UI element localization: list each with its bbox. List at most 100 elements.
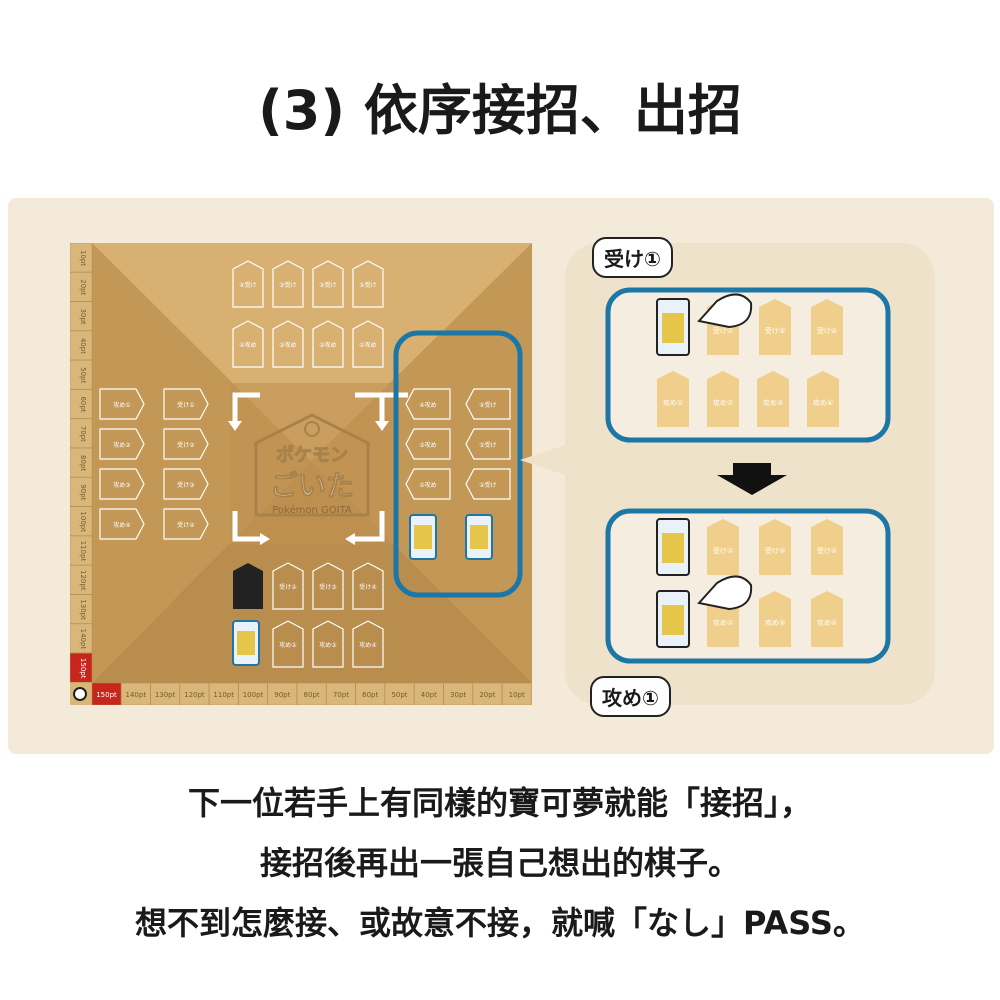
slot-label: ④受け bbox=[479, 401, 496, 409]
highlight-frame bbox=[393, 330, 523, 598]
slot-label: 攻め③ bbox=[319, 641, 336, 649]
scale-cell bbox=[70, 506, 93, 536]
slot-label: ②受け bbox=[319, 281, 336, 289]
logo-text-1: ポケモン bbox=[276, 444, 348, 466]
scale-label: 90pt bbox=[274, 691, 290, 699]
slot-label: ①受け bbox=[359, 281, 376, 289]
logo: ポケモン ごいた Pokémon GOITA bbox=[254, 413, 370, 517]
slot-label: 受け② bbox=[713, 546, 733, 555]
facedown-piece bbox=[233, 563, 263, 609]
slot-label: 攻め④ bbox=[813, 398, 833, 407]
board-slot: ④受け bbox=[232, 260, 264, 308]
slot-label: 攻め③ bbox=[763, 398, 783, 407]
scale-cell bbox=[70, 447, 93, 478]
scale-cell bbox=[70, 477, 93, 507]
bubble-attack: 攻め① bbox=[590, 676, 671, 717]
down-arrow-icon bbox=[717, 463, 787, 495]
zoom-slot: 攻め④ bbox=[811, 591, 843, 647]
scale-label: 100pt bbox=[243, 691, 264, 699]
scale-label: 60pt bbox=[79, 396, 87, 412]
board-slot: 攻め④ bbox=[99, 508, 145, 540]
caption-line-1: 下一位若手上有同樣的寶可夢就能「接招」， bbox=[187, 784, 812, 822]
board-slot: 受け② bbox=[163, 428, 209, 460]
slot-label: 受け④ bbox=[177, 521, 194, 529]
slot-label: 攻め② bbox=[713, 398, 733, 407]
slot-label: 攻め① bbox=[663, 398, 683, 407]
board-slot: ③攻め bbox=[272, 320, 304, 368]
logo-text-2: ごいた bbox=[270, 469, 354, 502]
slot-label: 攻め③ bbox=[113, 481, 130, 489]
scale-cell bbox=[326, 682, 356, 705]
board-slot: 攻め③ bbox=[99, 468, 145, 500]
scale-label: 120pt bbox=[184, 691, 205, 699]
board-slot: ①攻め bbox=[352, 320, 384, 368]
board-slot: ④受け bbox=[465, 388, 511, 420]
scale-label: 30pt bbox=[450, 691, 466, 699]
scale-cell bbox=[501, 682, 532, 705]
slot-label: 受け② bbox=[713, 326, 733, 335]
board-slot: 攻め② bbox=[99, 428, 145, 460]
board-slot: 攻め② bbox=[272, 620, 304, 668]
scale-label: 40pt bbox=[421, 691, 437, 699]
slot-label: ④受け bbox=[239, 281, 256, 289]
zoom-slot: 受け③ bbox=[759, 299, 791, 355]
scale-cell bbox=[179, 682, 210, 705]
board-slot: 攻め③ bbox=[312, 620, 344, 668]
scale-cell bbox=[70, 272, 93, 302]
board-slot: ②受け bbox=[465, 468, 511, 500]
scale-cell bbox=[355, 682, 385, 705]
slot-label: 攻め④ bbox=[817, 618, 837, 627]
slot-label: 攻め③ bbox=[765, 618, 785, 627]
scale-cell bbox=[91, 682, 122, 705]
scale-label: 30pt bbox=[79, 309, 87, 325]
scale-label: 10pt bbox=[79, 250, 87, 266]
scale-cell bbox=[70, 330, 93, 361]
scale-label: 90pt bbox=[79, 484, 87, 500]
board-slot: ③攻め bbox=[405, 428, 451, 460]
scale-cell bbox=[267, 682, 298, 705]
board-slot: 受け③ bbox=[312, 562, 344, 610]
scale-cell bbox=[70, 418, 93, 449]
bubble-receive: 受け① bbox=[592, 237, 673, 278]
scale-cell bbox=[70, 243, 93, 273]
slot-label: ②受け bbox=[479, 481, 496, 489]
scale-cell bbox=[70, 623, 93, 654]
scale-label: 120pt bbox=[79, 570, 87, 591]
slot-label: 受け② bbox=[279, 583, 297, 591]
scale-cell bbox=[70, 389, 93, 419]
scale-label: 50pt bbox=[391, 691, 407, 699]
slot-label: ④攻め bbox=[419, 401, 436, 409]
board-slot: ②攻め bbox=[405, 468, 451, 500]
slot-label: 攻め② bbox=[279, 641, 297, 649]
board-slot: 受け② bbox=[272, 562, 304, 610]
pokeball-icon bbox=[73, 687, 87, 701]
scale-cell bbox=[121, 682, 151, 705]
scale-label: 140pt bbox=[79, 629, 87, 650]
zoom-slot: 受け③ bbox=[759, 519, 791, 575]
scale-label: 10pt bbox=[509, 691, 525, 699]
slot-label: 攻め① bbox=[113, 401, 130, 409]
zoom-slot: 攻め③ bbox=[757, 371, 789, 427]
scale-cell bbox=[384, 682, 415, 705]
logo-sub: Pokémon GOITA bbox=[272, 504, 352, 516]
slot-label: 受け③ bbox=[319, 583, 336, 591]
slot-label: 受け① bbox=[177, 401, 194, 409]
slot-label: 攻め② bbox=[113, 441, 131, 449]
scale-cell bbox=[150, 682, 180, 705]
zoom-slot: 攻め② bbox=[707, 371, 739, 427]
zoom-slot: 攻め① bbox=[657, 371, 689, 427]
scale-label: 60pt bbox=[362, 691, 378, 699]
board-slot: ④攻め bbox=[232, 320, 264, 368]
scale-label: 100pt bbox=[79, 511, 87, 532]
slot-label: ④攻め bbox=[239, 341, 256, 349]
scale-label: 150pt bbox=[79, 658, 87, 679]
scale-label: 40pt bbox=[79, 338, 87, 354]
scale-cell bbox=[70, 359, 93, 390]
slot-label: 攻め④ bbox=[113, 521, 130, 529]
slot-label: ③受け bbox=[279, 281, 296, 289]
pointing-hand-icon bbox=[697, 293, 753, 329]
scale-label: 80pt bbox=[304, 691, 320, 699]
slot-label: 攻め④ bbox=[359, 641, 376, 649]
scale-cell bbox=[238, 682, 268, 705]
